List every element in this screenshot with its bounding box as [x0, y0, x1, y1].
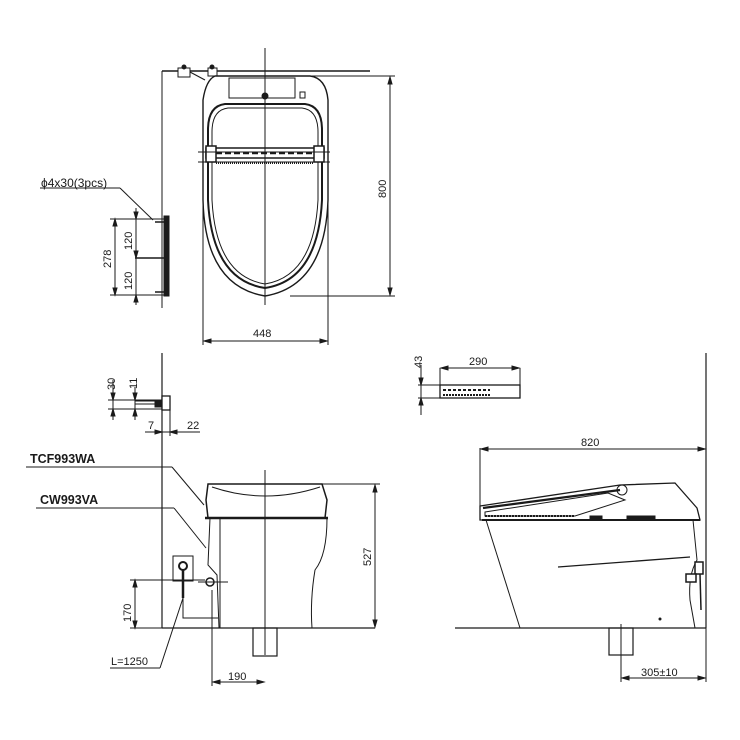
- remote-width-dim: 290: [469, 356, 488, 368]
- rough-in-dim: 305±10: [641, 667, 678, 679]
- width-dim: 448: [253, 328, 272, 340]
- supply-height-dim: 170: [122, 603, 134, 622]
- length-dim: 820: [581, 437, 600, 449]
- remote-thickness-dim: 43: [413, 355, 425, 368]
- remote-mount-d2-dim: 22: [187, 420, 200, 432]
- front-view: [26, 353, 380, 686]
- top-view: [40, 48, 395, 345]
- bowl-model-label: CW993VA: [40, 493, 99, 507]
- fastener-label: ϕ4x30(3pcs): [41, 176, 108, 190]
- bracket-lower-spacing-dim: 120: [123, 271, 135, 290]
- hose-length-label: L=1250: [111, 656, 149, 668]
- bracket-upper-spacing-dim: 120: [123, 231, 135, 250]
- seat-model-label: TCF993WA: [30, 452, 96, 466]
- remote-mount-d1-dim: 7: [148, 420, 155, 432]
- side-view: [418, 353, 707, 682]
- remote-mount-h2-dim: 11: [128, 377, 140, 389]
- height-dim: 527: [362, 547, 374, 566]
- depth-dim: 800: [377, 179, 389, 198]
- bracket-height-dim: 278: [102, 249, 114, 268]
- outlet-offset-dim: 190: [228, 671, 247, 683]
- remote-mount-h1-dim: 30: [106, 377, 118, 390]
